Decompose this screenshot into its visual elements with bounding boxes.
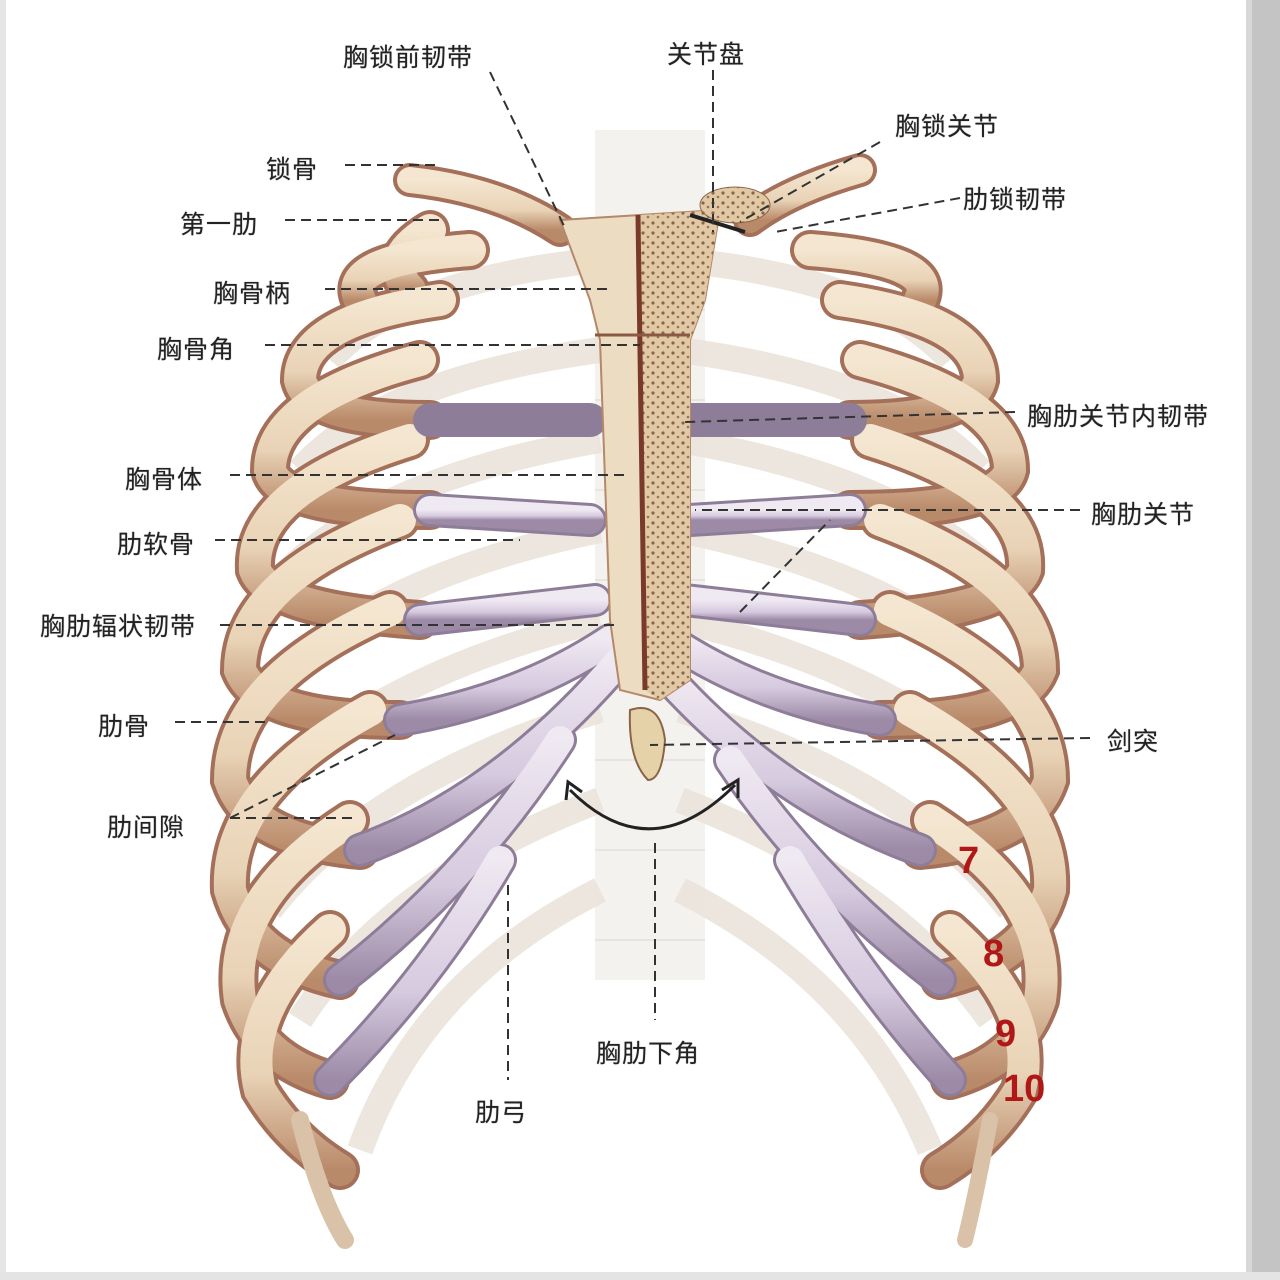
leader-lines: [175, 70, 1091, 1080]
label-intra-articular-sternocostal-ligament: 胸肋关节内韧带: [1027, 402, 1210, 431]
rib-number-9: 9: [995, 1013, 1017, 1055]
label-manubrium: 胸骨柄: [213, 279, 292, 308]
label-intercostal-space: 肋间隙: [107, 813, 186, 842]
label-sternoclavicular-anterior-ligament: 胸锁前韧带: [343, 43, 474, 72]
left-ribs: [209, 210, 490, 1249]
rib-number-10: 10: [1003, 1068, 1046, 1110]
label-xiphoid-process: 剑突: [1107, 727, 1160, 756]
image-frame-left: [0, 0, 6, 1280]
sternum: [558, 186, 771, 782]
right-ribs: [790, 230, 1071, 1248]
label-sternocostal-joint: 胸肋关节: [1091, 500, 1196, 529]
label-sternal-body: 胸骨体: [125, 465, 204, 494]
costal-cartilages: [313, 403, 967, 1097]
label-sternal-angle: 胸骨角: [157, 335, 236, 364]
label-clavicle: 锁骨: [266, 155, 319, 184]
image-frame-right: [1246, 0, 1280, 1280]
rib-number-7: 7: [958, 840, 980, 882]
label-radiate-sternocostal-ligament: 胸肋辐状韧带: [40, 612, 197, 641]
label-sternoclavicular-joint: 胸锁关节: [895, 112, 1000, 141]
label-first-rib: 第一肋: [180, 210, 259, 239]
rib-number-8: 8: [983, 933, 1005, 975]
label-costal-arch: 肋弓: [475, 1098, 528, 1127]
label-rib: 肋骨: [98, 712, 151, 741]
label-infrasternal-angle: 胸肋下角: [596, 1039, 701, 1068]
label-costoclavicular-ligament: 肋锁韧带: [963, 185, 1068, 214]
infrasternal-angle-arrow: [564, 777, 740, 831]
label-articular-disc: 关节盘: [667, 40, 746, 69]
image-frame-bottom: [0, 1272, 1280, 1280]
label-costal-cartilage: 肋软骨: [117, 530, 196, 559]
